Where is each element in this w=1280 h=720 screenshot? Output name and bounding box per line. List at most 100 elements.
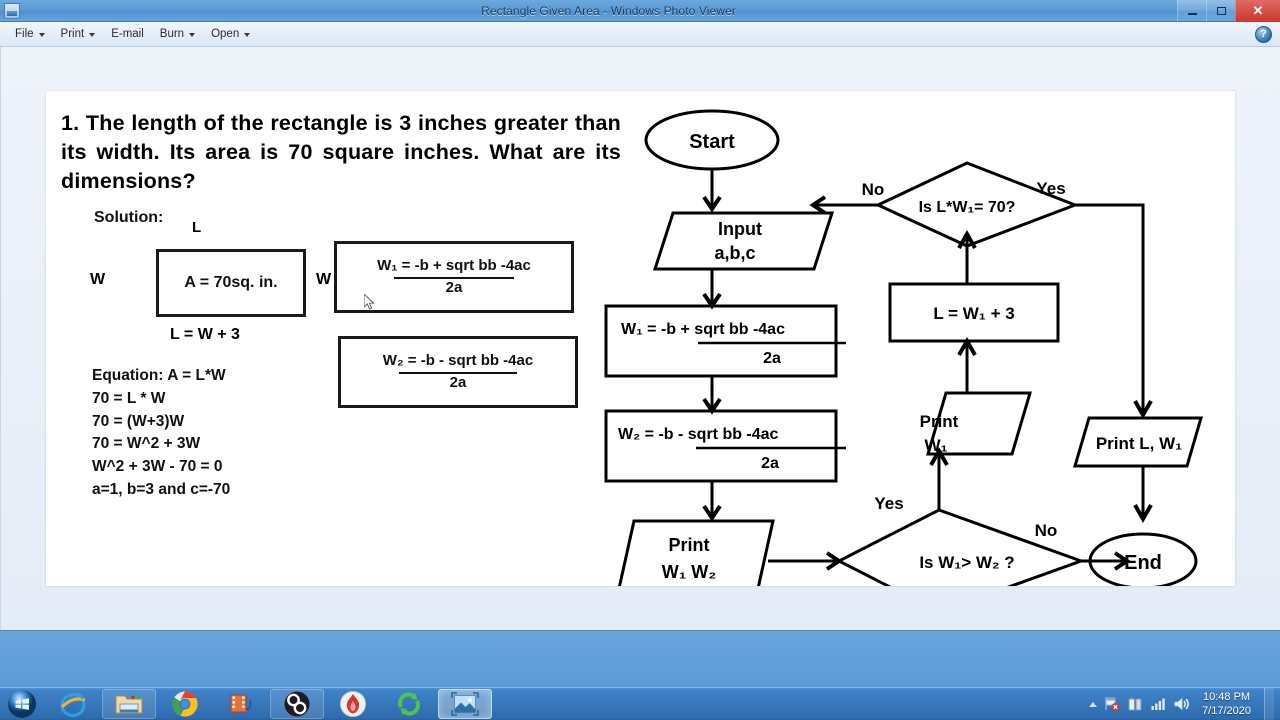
- equation-line: 70 = L * W: [92, 389, 166, 407]
- clock-time: 10:48 PM: [1202, 691, 1251, 703]
- flowchart-area-no-label: No: [862, 180, 885, 199]
- taskbar-app-flame[interactable]: [326, 689, 380, 719]
- battery-icon[interactable]: [1127, 696, 1143, 712]
- flowchart-decision-compare-shape: [835, 508, 1086, 586]
- flowchart-print-l-w1-label: Print L, W₁: [1096, 434, 1182, 453]
- flowchart-calc-w2-text: W₂ = -b - sqrt bb -4ac 2a: [618, 426, 846, 472]
- taskbar: e: [0, 687, 1280, 720]
- fraction-numerator: W₂ = -b - sqrt bb -4ac: [382, 352, 534, 369]
- start-button[interactable]: [0, 688, 44, 720]
- flowchart-decision-area-label: Is L*W₁= 70?: [919, 199, 1016, 216]
- system-tray: 10:48 PM 7/17/2020: [1089, 687, 1280, 720]
- viewer-toolbar: [0, 630, 1280, 687]
- flowchart-end-label: End: [1124, 552, 1162, 574]
- formula-box-w2: W₂ = -b - sqrt bb -4ac 2a: [338, 336, 578, 408]
- menu-item-label: Print: [60, 28, 85, 40]
- maximize-button[interactable]: [1206, 0, 1235, 22]
- taskbar-apps: e: [44, 688, 492, 720]
- chevron-down-icon: [89, 32, 96, 37]
- flowchart-calc-w2-shape: [604, 409, 838, 483]
- flowchart-area-yes-label: Yes: [1036, 179, 1065, 198]
- fraction-numerator: W₁ = -b + sqrt bb -4ac: [377, 257, 531, 274]
- window-titlebar: Rectangle Given Area - Windows Photo Vie…: [0, 0, 1280, 22]
- fraction: W₂ = -b - sqrt bb -4ac 2a: [382, 352, 534, 391]
- windows-photo-viewer-icon: [451, 692, 479, 716]
- rectangle-relation-label: L = W + 3: [170, 326, 240, 343]
- displayed-image: 1. The length of the rectangle is 3 inch…: [46, 91, 1235, 586]
- equation-line: 70 = W^2 + 3W: [92, 435, 201, 453]
- clock[interactable]: 10:48 PM 7/17/2020: [1198, 690, 1257, 718]
- equation-line: a=1, b=3 and c=-70: [92, 480, 231, 498]
- fraction-numerator: W₁ = -b + sqrt bb -4ac: [621, 321, 785, 338]
- flowchart-print-w1w2-label-1: Print: [668, 535, 709, 555]
- flowchart-assign-l-shape: [888, 282, 1060, 343]
- taskbar-app-file-explorer[interactable]: [102, 689, 156, 719]
- taskbar-app-windows-photo-viewer[interactable]: [438, 689, 492, 719]
- equation-line: W^2 + 3W - 70 = 0: [92, 458, 223, 476]
- show-hidden-icons-button[interactable]: [1089, 701, 1098, 707]
- rectangle-diagram: A = 70sq. in.: [156, 249, 306, 317]
- internet-explorer-icon: e: [60, 693, 86, 717]
- taskbar-app-obs-studio[interactable]: [270, 689, 324, 719]
- sync-app-icon: [398, 692, 420, 716]
- network-icon[interactable]: [1150, 696, 1166, 712]
- media-editor-icon: [230, 694, 252, 713]
- menu-item-print[interactable]: Print: [54, 25, 103, 43]
- fraction-denominator: 2a: [763, 350, 781, 367]
- maximize-icon: [1216, 6, 1226, 15]
- window-title: Rectangle Given Area - Windows Photo Vie…: [481, 3, 736, 18]
- chevron-down-icon: [189, 32, 196, 37]
- volume-icon[interactable]: [1173, 696, 1191, 712]
- flowchart-end-shape: [1088, 532, 1198, 586]
- flowchart-start-label: Start: [689, 131, 735, 153]
- help-icon[interactable]: ?: [1255, 25, 1272, 43]
- minimize-icon: [1187, 12, 1197, 15]
- flowchart-print-w1-label-1: Print: [920, 412, 959, 431]
- taskbar-app-internet-explorer[interactable]: e: [46, 689, 100, 719]
- menu-item-label: Open: [211, 28, 240, 40]
- menu-item-open[interactable]: Open: [204, 25, 257, 43]
- image-viewer-canvas[interactable]: 1. The length of the rectangle is 3 inch…: [0, 47, 1280, 630]
- show-desktop-button[interactable]: [1264, 687, 1274, 720]
- menu-item-label: E-mail: [111, 28, 144, 40]
- menu-item-label: File: [15, 28, 34, 40]
- flowchart-calc-w1-text: W₁ = -b + sqrt bb -4ac 2a: [621, 321, 846, 367]
- menu-bar: File Print E-mail Burn Open ?: [0, 22, 1280, 47]
- mouse-cursor-icon: [364, 294, 375, 310]
- taskbar-app-sync[interactable]: [382, 689, 436, 719]
- flowchart-print-w1w2-label-2: W₁ W₂: [662, 562, 716, 582]
- start-orb-icon: [8, 690, 36, 718]
- window-controls: ✕: [1177, 0, 1280, 22]
- flowchart-compare-yes-label: Yes: [874, 494, 903, 513]
- formula-box-w1: W₁ = -b + sqrt bb -4ac 2a: [334, 241, 574, 313]
- rectangle-width-label-right: W: [316, 271, 332, 288]
- menu-item-email[interactable]: E-mail: [104, 25, 151, 43]
- taskbar-app-media-editor[interactable]: [214, 689, 268, 719]
- flowchart-print-w1w2-shape: [618, 519, 775, 586]
- flame-app-icon: [340, 691, 366, 717]
- flowchart-input-label-2: a,b,c: [714, 243, 755, 263]
- menu-item-burn[interactable]: Burn: [153, 25, 202, 43]
- fraction-bar: [394, 276, 514, 279]
- flowchart-input-shape: [652, 211, 835, 271]
- fraction-denominator: 2a: [445, 278, 463, 296]
- rectangle-area-label: A = 70sq. in.: [184, 274, 278, 291]
- minimize-button[interactable]: [1177, 0, 1206, 22]
- menu-item-file[interactable]: File: [8, 25, 52, 43]
- flowchart-decision-compare-label: Is W₁> W₂ ?: [919, 553, 1014, 572]
- equation-line: 70 = (W+3)W: [92, 412, 185, 430]
- flowchart-print-w1-shape: [925, 391, 1033, 456]
- flowchart-print-w1-label-2: W₁: [924, 436, 947, 455]
- photo-viewer-icon: [4, 2, 20, 19]
- problem-statement: 1. The length of the rectangle is 3 inch…: [61, 111, 621, 193]
- taskbar-app-google-chrome[interactable]: [158, 689, 212, 719]
- flowchart-decision-area-shape: [874, 161, 1080, 248]
- action-center-flag-icon[interactable]: [1104, 696, 1120, 712]
- flowchart-calc-w1-shape: [604, 304, 838, 378]
- clock-date: 7/17/2020: [1202, 705, 1251, 717]
- flowchart-assign-l-label: L = W₁ + 3: [933, 304, 1014, 323]
- equations-block: Equation: A = L*W 70 = L * W 70 = (W+3)W…: [92, 365, 230, 502]
- flowchart-input-label-1: Input: [718, 219, 762, 239]
- close-button[interactable]: ✕: [1235, 0, 1280, 22]
